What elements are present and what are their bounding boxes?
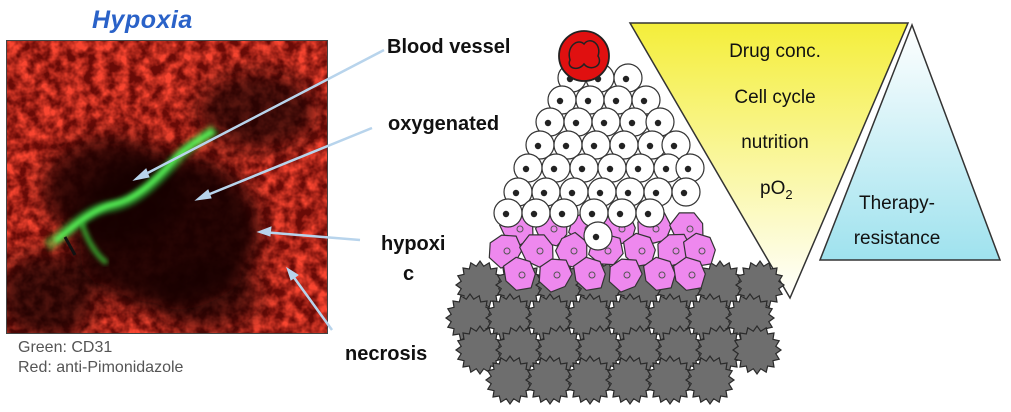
text-drug-conc: Drug conc. [729, 41, 821, 62]
oxygenated-nucleus [684, 165, 692, 173]
oxygenated-nucleus [550, 165, 558, 173]
oxygenated-nucleus [652, 189, 660, 197]
oxygenated-nucleus [522, 165, 530, 173]
oxygenated-nucleus [556, 97, 564, 105]
oxygenated-nucleus [644, 210, 652, 218]
hypoxic-nucleus [588, 271, 596, 279]
oxygenated-nucleus [640, 97, 648, 105]
text-nutrition: nutrition [741, 132, 809, 153]
arrow-necrosis [288, 271, 334, 331]
oxygenated-nucleus [606, 165, 614, 173]
text-resistance: resistance [853, 228, 941, 249]
oxygenated-nucleus [654, 119, 662, 127]
oxygenated-nucleus [530, 210, 538, 218]
hypoxic-nucleus [604, 247, 612, 255]
hypoxic-nucleus [686, 225, 694, 233]
green-vessel-stain [43, 124, 219, 266]
label-hypoxic-line2: c [403, 263, 415, 285]
oxygenated-nucleus [572, 119, 580, 127]
oxygenated-nucleus [600, 119, 608, 127]
oxygenated-nucleus [568, 189, 576, 197]
text-po2: pO2 [760, 178, 793, 202]
hypoxic-nucleus [553, 271, 561, 279]
oxygenated-nucleus [612, 97, 620, 105]
hypoxic-nucleus [623, 271, 631, 279]
hypoxic-cell [608, 258, 643, 293]
label-necrosis: necrosis [345, 343, 428, 365]
necrotic-cell [644, 354, 696, 406]
label-hypoxic-line1: hypoxi [381, 233, 446, 255]
oxygenated-nucleus [592, 233, 600, 241]
stain-legend: Green: CD31 Red: anti-Pimonidazole [18, 338, 183, 378]
oxygenated-nucleus [622, 75, 630, 83]
text-therapy: Therapy- [858, 193, 936, 214]
arrow-blood-vessel [137, 48, 385, 180]
text-po2-base: pO [760, 178, 786, 199]
oxygenated-cell-layer [493, 63, 705, 251]
oxygenated-nucleus [628, 119, 636, 127]
arrow-hypoxic [261, 230, 361, 242]
necrotic-cell [484, 354, 536, 406]
oxygenated-nucleus [634, 165, 642, 173]
hypoxic-cell [519, 234, 554, 268]
oxygenated-nucleus [502, 210, 510, 218]
hypoxic-nucleus [516, 225, 524, 233]
oxygenated-nucleus [588, 210, 596, 218]
label-oxygenated: oxygenated [388, 113, 500, 135]
necrotic-cell [524, 354, 576, 406]
necrotic-cell [454, 324, 506, 376]
oxygenated-nucleus [680, 189, 688, 197]
oxygenated-nucleus [646, 142, 654, 150]
oxygenated-nucleus [562, 142, 570, 150]
legend-red: Red: anti-Pimonidazole [18, 359, 184, 376]
oxygenated-nucleus [584, 97, 592, 105]
oxygenated-nucleus [540, 189, 548, 197]
hypoxic-nucleus [672, 247, 680, 255]
oxygenated-nucleus [578, 165, 586, 173]
resistance-triangle [818, 22, 1002, 261]
arrow-oxygenated [199, 126, 373, 200]
hypoxic-nucleus [688, 271, 696, 279]
necrotic-cell [684, 354, 736, 406]
oxygenated-nucleus [662, 165, 670, 173]
oxygenated-nucleus [590, 142, 598, 150]
figure-title: Hypoxia [92, 6, 193, 34]
hypoxic-nucleus [550, 225, 558, 233]
hypoxic-nucleus [570, 247, 578, 255]
hypoxic-nucleus [698, 247, 706, 255]
legend-green: Green: CD31 [18, 339, 113, 356]
necrotic-cell [604, 354, 656, 406]
necrotic-cell [731, 324, 783, 376]
label-blood-vessel: Blood vessel [387, 36, 511, 58]
hypoxic-nucleus [638, 247, 646, 255]
text-po2-sub: 2 [785, 186, 793, 202]
gradient-triangle [628, 22, 910, 300]
hypoxic-nucleus [503, 247, 511, 255]
oxygenated-nucleus [512, 189, 520, 197]
oxygenated-nucleus [596, 189, 604, 197]
pointer-arrows [132, 48, 385, 331]
hypoxic-nucleus [658, 271, 666, 279]
blood-vessel [558, 30, 610, 82]
oxygenated-nucleus [558, 210, 566, 218]
necrotic-cell [564, 354, 616, 406]
oxygenated-nucleus [670, 142, 678, 150]
hypoxic-nucleus [518, 271, 526, 279]
oxygenated-nucleus [624, 189, 632, 197]
oxygenated-nucleus [616, 210, 624, 218]
text-cell-cycle: Cell cycle [734, 87, 816, 108]
oxygenated-nucleus [544, 119, 552, 127]
label-hypoxic: hypoxi c [381, 229, 445, 289]
hypoxic-cell [538, 258, 573, 293]
oxygenated-nucleus [534, 142, 542, 150]
oxygenated-nucleus [618, 142, 626, 150]
hypoxic-nucleus [536, 247, 544, 255]
